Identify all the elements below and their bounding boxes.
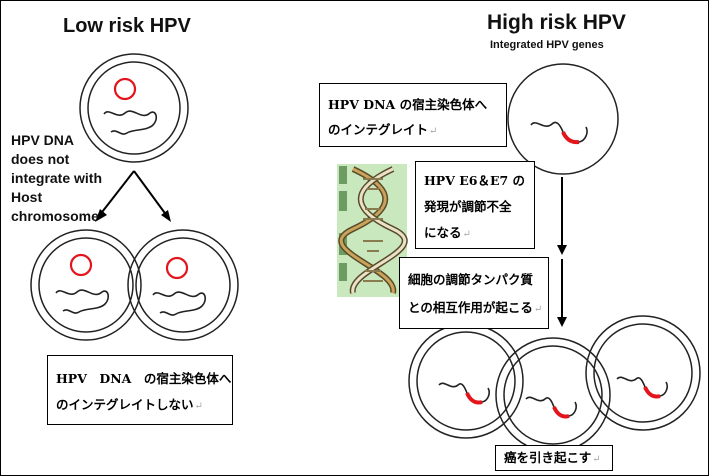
return-mark-icon: ↵	[533, 304, 543, 315]
box-line: HPV E6＆E7 の	[424, 173, 526, 188]
note-line: does not	[11, 151, 70, 167]
return-mark-icon: ↵	[194, 401, 203, 412]
box-line: 細胞の調節タンパク質	[408, 272, 534, 287]
return-mark-icon: ↵	[429, 126, 438, 137]
low-risk-parent-cell	[79, 53, 189, 163]
box-line: 癌を引き起こす↵	[504, 450, 601, 465]
low-risk-daughter-cell-right	[127, 229, 239, 341]
box-line: HPV DNA の宿主染色体へ	[328, 97, 488, 112]
note-line: integrate with	[11, 170, 103, 186]
expression-box: HPV E6＆E7 の 発現が調節不全 になる↵	[415, 161, 535, 249]
division-arrows	[95, 170, 171, 222]
proliferating-cells	[408, 315, 701, 453]
episome-ring	[165, 256, 189, 280]
box-line: になる↵	[424, 225, 471, 240]
note-line: Host	[11, 189, 43, 205]
low-risk-daughter-cell-left	[30, 229, 142, 341]
return-mark-icon: ↵	[462, 229, 471, 240]
high-risk-subtitle: Integrated HPV genes	[490, 39, 604, 51]
progression-arrows	[557, 177, 567, 327]
box-line: のインテグレイト↵	[328, 122, 438, 137]
box-line: HPV DNA の宿主染色体へ	[56, 371, 232, 386]
high-risk-title: High risk HPV	[487, 11, 626, 34]
no-integration-note: HPV DNA does not integrate with Host chr…	[11, 131, 102, 226]
note-line: HPV DNA	[11, 132, 75, 148]
return-mark-icon: ↵	[592, 454, 601, 465]
cancer-box: 癌を引き起こす↵	[495, 445, 613, 471]
box-line: 発現が調節不全	[424, 199, 512, 214]
dna-helix-illustration	[337, 164, 408, 297]
no-integration-box: HPV DNA の宿主染色体へ のインテグレイトしない↵	[47, 355, 233, 425]
episome-ring	[113, 77, 137, 101]
note-line: chromosome	[11, 208, 99, 224]
high-risk-cell	[507, 63, 619, 175]
integrated-hpv-dna	[561, 131, 580, 145]
box-line: のインテグレイトしない↵	[56, 397, 203, 412]
host-chromosome	[103, 110, 158, 135]
integration-box: HPV DNA の宿主染色体へ のインテグレイト↵	[319, 83, 507, 147]
episome-ring	[69, 253, 93, 277]
host-chromosome	[55, 289, 110, 314]
interaction-box: 細胞の調節タンパク質 との相互作用が起こる↵	[399, 257, 549, 329]
host-chromosome	[530, 121, 588, 143]
host-chromosome	[152, 291, 207, 316]
low-risk-title: Low risk HPV	[63, 15, 191, 37]
box-line: との相互作用が起こる↵	[408, 300, 543, 315]
